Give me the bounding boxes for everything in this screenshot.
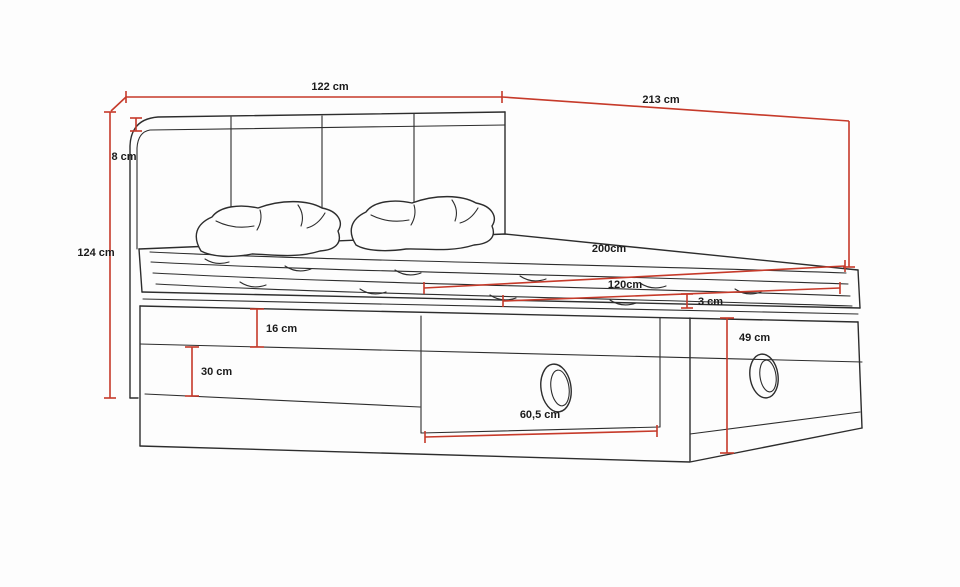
- base-right-edge: [857, 321, 863, 429]
- dim-mattress-length: [423, 260, 846, 294]
- dim-drawer-front-height: [185, 346, 199, 397]
- base-bottom-edge: [139, 427, 863, 463]
- dim-headboard-top-thickness: [130, 117, 142, 132]
- right-drawer-bottom: [689, 411, 861, 435]
- dim-total-height: [104, 111, 116, 399]
- base-fill: [140, 306, 862, 462]
- pillow-right-creases: [370, 199, 479, 226]
- headboard-outline: [129, 111, 506, 399]
- pillow-left-creases: [215, 204, 326, 231]
- dim-label-drawer-width: 60,5 cm: [520, 409, 561, 421]
- dim-label-mattress-length: 200cm: [592, 243, 626, 255]
- dim-label-base-height: 49 cm: [739, 332, 770, 344]
- headboard-top-rail: [136, 124, 506, 250]
- dim-label-total-length: 213 cm: [642, 94, 680, 106]
- dim-label-headboard-width: 122 cm: [311, 81, 349, 93]
- pillow-right: [350, 195, 495, 252]
- drawer-handle-right: [749, 353, 779, 399]
- dim-base-height: [720, 317, 734, 454]
- mattress-piping: [142, 298, 859, 315]
- pillow-left-outline: [195, 200, 341, 258]
- mattress-left-edge: [138, 248, 143, 293]
- mattress-right-edge: [857, 269, 861, 309]
- dim-drawer-width: [424, 425, 658, 443]
- dim-label-mattress-width: 120cm: [608, 279, 642, 291]
- bed-base: [139, 305, 863, 463]
- dim-label-top-frame-height: 16 cm: [266, 323, 297, 335]
- pillow-left: [195, 200, 341, 258]
- dim-headboard-width: [110, 91, 503, 112]
- center-drawer-bottom: [420, 426, 661, 434]
- dim-mattress-width: [502, 282, 841, 307]
- dim-mattress-trim: [681, 293, 693, 309]
- dim-label-drawer-front-height: 30 cm: [201, 366, 232, 378]
- dim-label-mattress-trim: 3 cm: [698, 296, 723, 308]
- dim-label-total-height: 124 cm: [77, 247, 115, 259]
- dim-top-frame-height: [250, 308, 264, 348]
- drawer-handle-center: [540, 363, 572, 413]
- dim-label-headboard-top: 8 cm: [111, 151, 136, 163]
- mattress-texture: [204, 258, 762, 306]
- pillow-right-outline: [350, 195, 495, 252]
